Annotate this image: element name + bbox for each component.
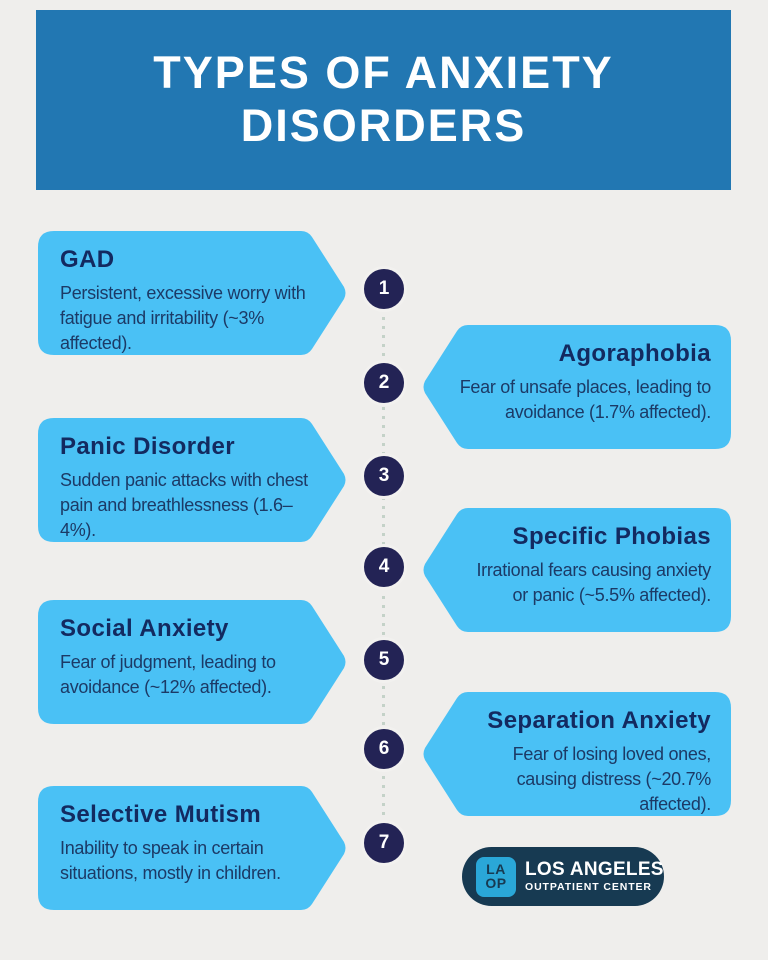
arrow-right-shape [38, 231, 346, 355]
number-label: 1 [378, 278, 390, 299]
card-title: Panic Disorder [60, 433, 235, 460]
logo-text: LOS ANGELES OUTPATIENT CENTER [525, 858, 664, 894]
card-desc: Fear of judgment, leading to avoidance (… [60, 652, 276, 697]
card-selective-mutism: Selective Mutism Inability to speak in c… [38, 786, 347, 910]
arrow-left-shape [423, 692, 731, 816]
logo-name: LOS ANGELES [525, 858, 664, 880]
card-desc: Sudden panic attacks with chest pain and… [60, 470, 308, 540]
number-label: 3 [378, 465, 390, 486]
card-content: Agoraphobia Fear of unsafe places, leadi… [422, 325, 731, 449]
card-desc: Irrational fears causing anxiety or pani… [476, 560, 711, 605]
timeline-number-2: 2 [361, 360, 407, 406]
card-title: Social Anxiety [60, 615, 229, 642]
card-specific-phobias: Specific Phobias Irrational fears causin… [422, 508, 731, 632]
card-title: Separation Anxiety [487, 707, 711, 734]
arrow-right-shape [38, 418, 346, 542]
card-desc: Fear of unsafe places, leading to avoida… [459, 377, 712, 422]
card-social-anxiety: Social Anxiety Fear of judgment, leading… [38, 600, 347, 724]
card-desc: Persistent, excessive worry with fatigue… [60, 283, 306, 353]
number-label: 4 [378, 556, 390, 577]
card-title: Specific Phobias [512, 523, 711, 550]
card-title: GAD [60, 246, 115, 273]
card-title: Selective Mutism [60, 801, 262, 828]
card-separation-anxiety: Separation Anxiety Fear of losing loved … [422, 692, 731, 816]
number-label: 2 [378, 372, 390, 393]
number-label: 6 [378, 738, 390, 759]
timeline-number-4: 4 [361, 544, 407, 590]
card-desc: Fear of losing loved ones, causing distr… [512, 744, 712, 814]
header-banner: TYPES OF ANXIETY DISORDERS [36, 10, 731, 190]
page-title-line1: TYPES OF ANXIETY [153, 47, 614, 99]
card-panic-disorder: Panic Disorder Sudden panic attacks with… [38, 418, 347, 542]
logo-los-angeles-outpatient: LA OP LOS ANGELES OUTPATIENT CENTER [462, 847, 664, 906]
card-content: Selective Mutism Inability to speak in c… [38, 786, 347, 910]
number-label: 5 [378, 649, 390, 670]
page-title-line2: DISORDERS [240, 100, 527, 151]
number-label: 7 [378, 832, 390, 853]
logo-subtitle: OUTPATIENT CENTER [525, 881, 652, 894]
card-title: Agoraphobia [558, 340, 711, 367]
card-gad: GAD Persistent, excessive worry with fat… [38, 231, 347, 355]
arrow-left-shape [423, 508, 731, 632]
arrow-left-shape [423, 325, 731, 449]
arrow-right-shape [38, 600, 346, 724]
arrow-right-shape [38, 786, 346, 910]
card-content: Specific Phobias Irrational fears causin… [422, 508, 731, 632]
timeline-number-7: 7 [361, 820, 407, 866]
card-content: GAD Persistent, excessive worry with fat… [38, 231, 347, 355]
timeline-number-6: 6 [361, 726, 407, 772]
card-content: Panic Disorder Sudden panic attacks with… [38, 418, 347, 542]
timeline-number-1: 1 [361, 266, 407, 312]
card-desc: Inability to speak in certain situations… [60, 838, 281, 883]
card-content: Social Anxiety Fear of judgment, leading… [38, 600, 347, 724]
monogram-line1: LA [486, 861, 506, 878]
timeline-number-5: 5 [361, 637, 407, 683]
laop-monogram-icon: LA OP [476, 856, 516, 897]
card-agoraphobia: Agoraphobia Fear of unsafe places, leadi… [422, 325, 731, 449]
timeline-number-3: 3 [361, 453, 407, 499]
card-content: Separation Anxiety Fear of losing loved … [422, 692, 731, 816]
monogram-line2: OP [485, 874, 507, 891]
